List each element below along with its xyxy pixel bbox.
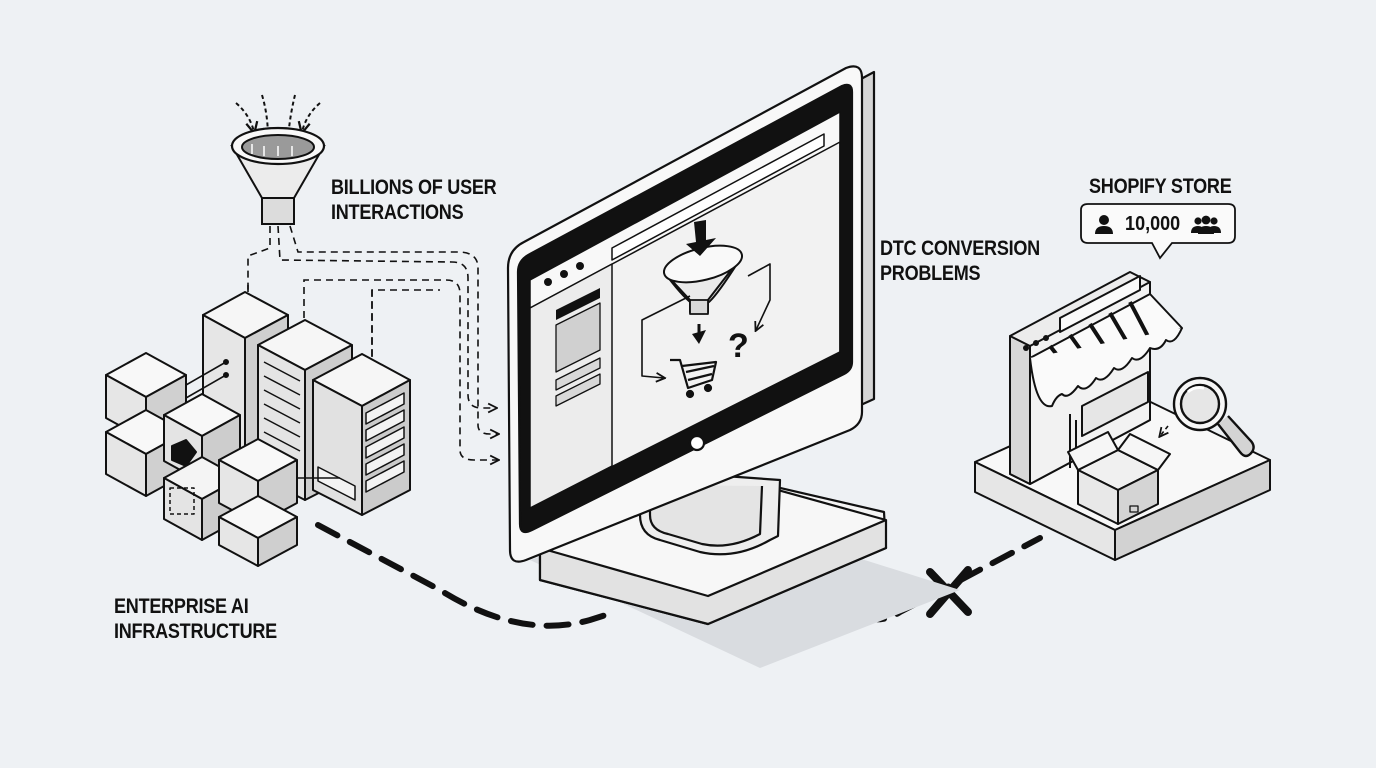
count-badge: 10,000 — [1081, 205, 1234, 243]
user-count: 10,000 — [1124, 212, 1181, 235]
label-user-interactions-line-1: BILLIONS OF USER — [331, 176, 497, 199]
label-enterprise-ai-line-2: INFRASTRUCTURE — [114, 620, 277, 643]
server-rack-icon — [105, 291, 411, 567]
label-shopify-store: SHOPIFY STORE — [1089, 174, 1232, 199]
label-shopify-store-text: SHOPIFY STORE — [1089, 175, 1232, 198]
label-dtc-problems: DTC CONVERSION PROBLEMS — [880, 236, 1040, 286]
box-icon — [1067, 431, 1171, 525]
count-badge-frame — [1080, 203, 1236, 260]
label-user-interactions: BILLIONS OF USER INTERACTIONS — [331, 175, 497, 225]
storefront-icon — [974, 271, 1271, 561]
flow-lines — [248, 225, 498, 460]
label-user-interactions-line-2: INTERACTIONS — [331, 201, 464, 224]
magnifier-icon — [1160, 376, 1255, 458]
funnel-icon — [230, 94, 326, 225]
label-enterprise-ai-line-1: ENTERPRISE AI — [114, 595, 249, 618]
label-dtc-problems-line-2: PROBLEMS — [880, 262, 981, 285]
dashed-link-servers-to-monitor — [315, 522, 618, 629]
label-dtc-problems-line-1: DTC CONVERSION — [880, 237, 1040, 260]
screen-question-mark-text: ? — [728, 327, 749, 365]
monitor-icon — [506, 65, 960, 668]
group-icon — [1191, 215, 1222, 234]
person-icon — [1094, 215, 1113, 234]
screen-question-mark: ? — [728, 327, 749, 365]
label-enterprise-ai: ENTERPRISE AI INFRASTRUCTURE — [114, 594, 277, 644]
shopping-cart-icon — [670, 358, 718, 399]
